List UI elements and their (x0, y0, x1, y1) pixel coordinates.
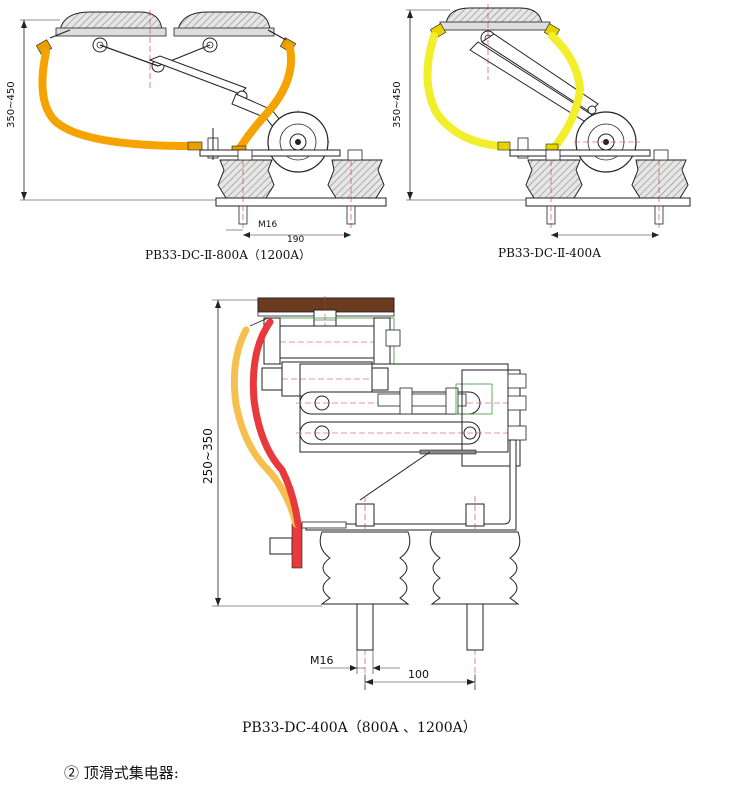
diagram-pb33-dc-400a: 250~350 (201, 296, 527, 690)
height-dim-top-right: 350~450 (392, 81, 403, 128)
caption-top-right: PB33-DC-Ⅱ-400A (498, 246, 601, 260)
diagram-pb33-dc-ii-400a: 350~450 (392, 4, 691, 238)
section-heading: ② 顶滑式集电器: (64, 764, 179, 782)
width-dim-bottom: 100 (408, 668, 429, 681)
diagram-pb33-dc-ii-800a: 350~450 (6, 10, 387, 245)
m16-dim-bottom: M16 (310, 654, 334, 667)
caption-bottom: PB33-DC-400A（800A 、1200A） (242, 720, 477, 736)
height-dim-bottom: 250~350 (201, 428, 215, 484)
height-dim-top-left: 350~450 (6, 81, 17, 128)
caption-top-left: PB33-DC-Ⅱ-800A（1200A） (145, 248, 312, 262)
width-dim-top-left: 190 (287, 235, 304, 245)
m16-dim-top-left: M16 (258, 220, 277, 230)
